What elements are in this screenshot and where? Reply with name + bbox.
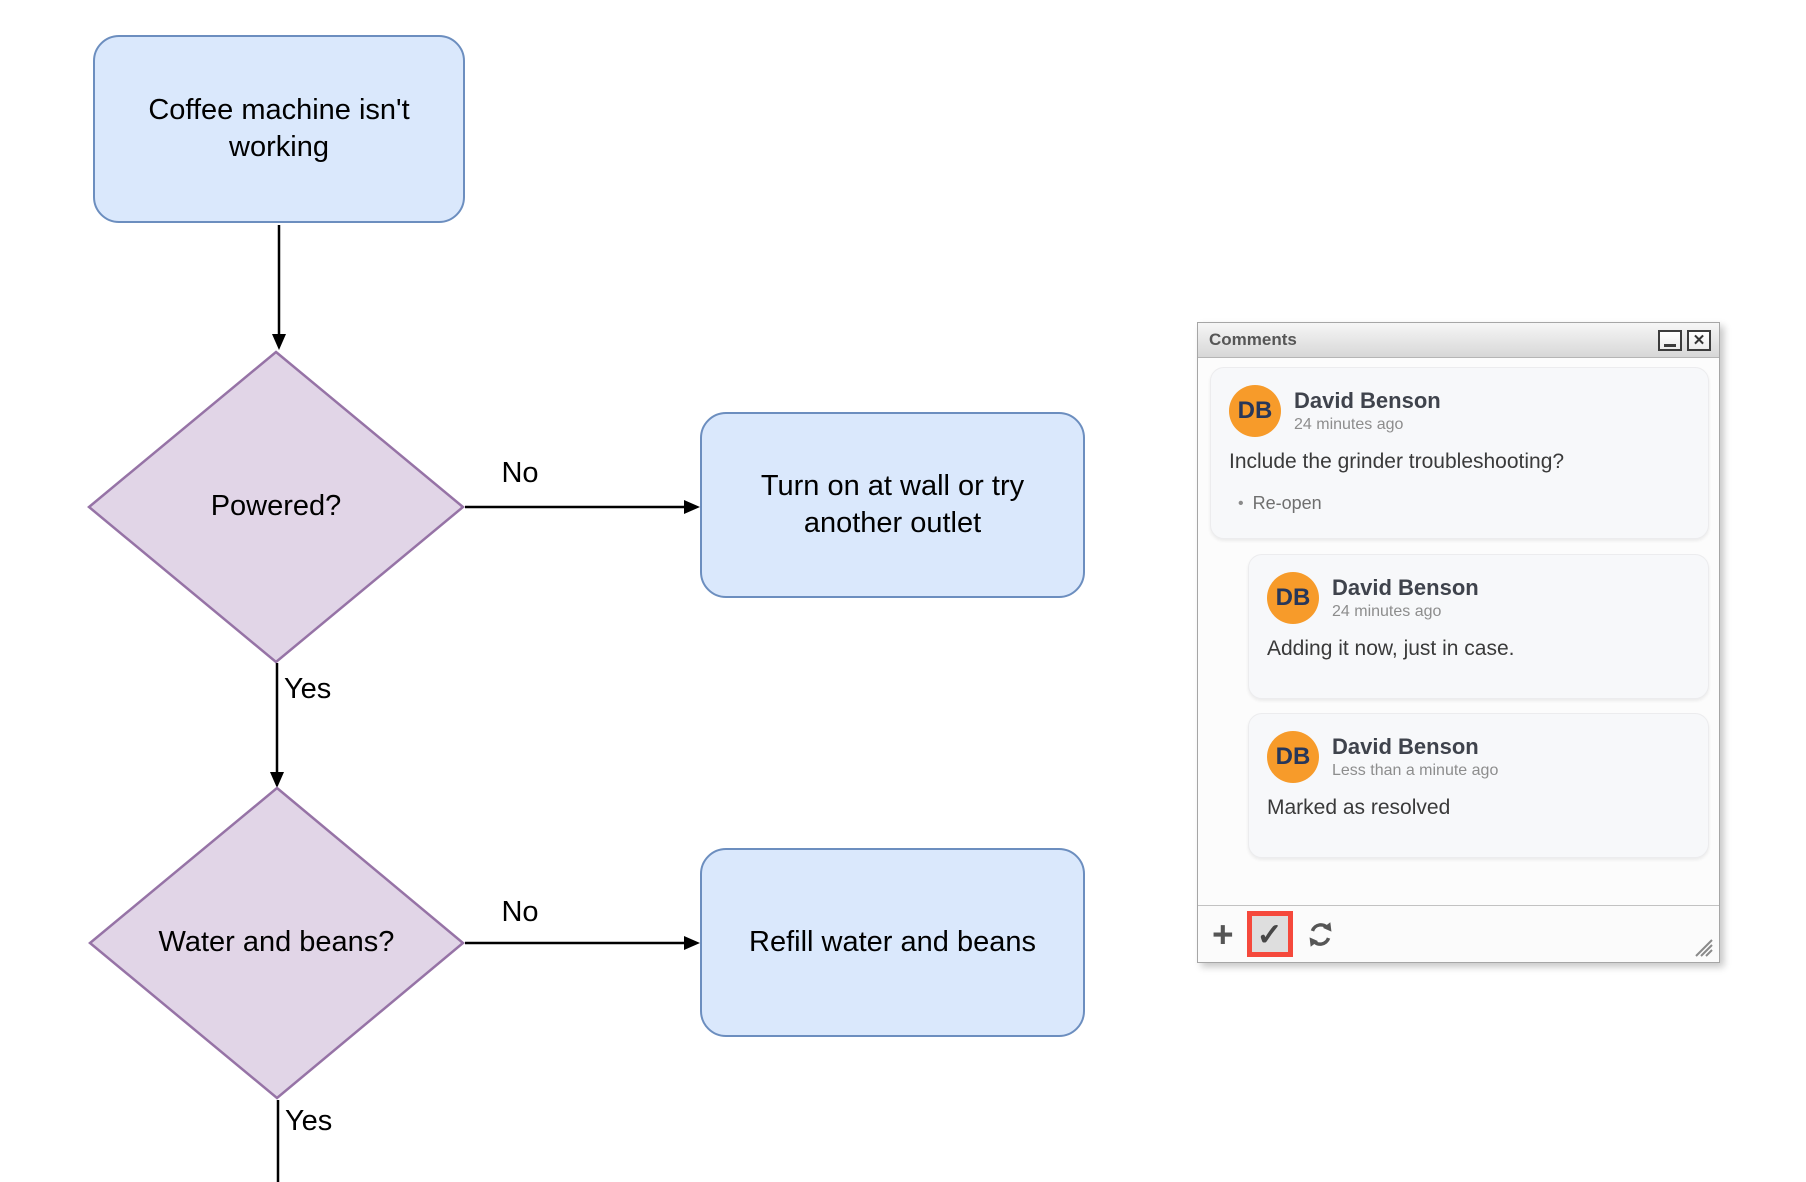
close-button[interactable]: ✕ bbox=[1687, 329, 1711, 351]
bullet-icon: • bbox=[1238, 494, 1244, 512]
comment-card-reply: DB David Benson 24 minutes ago Adding it… bbox=[1248, 554, 1709, 699]
comment-timestamp: Less than a minute ago bbox=[1332, 761, 1499, 779]
flowchart-connectors bbox=[87, 225, 700, 1182]
node-start[interactable]: Coffee machine isn't working bbox=[93, 35, 465, 223]
comments-window: Comments ✕ DB David Benson 24 minutes ag… bbox=[1197, 322, 1720, 963]
node-water-beans-label: Water and beans? bbox=[158, 926, 395, 959]
arrowhead bbox=[684, 936, 700, 950]
comment-header: DB David Benson 24 minutes ago bbox=[1229, 385, 1690, 437]
arrowhead bbox=[272, 334, 286, 350]
check-icon: ✓ bbox=[1256, 916, 1283, 952]
refresh-comments-button[interactable] bbox=[1305, 919, 1336, 950]
comment-timestamp: 24 minutes ago bbox=[1294, 415, 1404, 433]
comment-author: David Benson bbox=[1294, 388, 1441, 414]
comment-text: Adding it now, just in case. bbox=[1267, 637, 1515, 660]
minimize-icon bbox=[1664, 343, 1676, 347]
comment-author: David Benson bbox=[1332, 734, 1479, 760]
edge-label-water-no: No bbox=[501, 896, 539, 928]
resize-grip[interactable] bbox=[1692, 936, 1714, 958]
comment-timestamp: 24 minutes ago bbox=[1332, 602, 1442, 620]
comment-text: Marked as resolved bbox=[1267, 796, 1451, 819]
comment-card-reply: DB David Benson Less than a minute ago M… bbox=[1248, 713, 1709, 858]
add-comment-button[interactable]: + bbox=[1212, 916, 1234, 953]
avatar: DB bbox=[1267, 572, 1319, 624]
arrowhead bbox=[270, 772, 284, 788]
node-turn-on[interactable]: Turn on at wall or try another outlet bbox=[700, 412, 1085, 598]
plus-icon: + bbox=[1212, 913, 1234, 955]
comments-window-title: Comments bbox=[1209, 330, 1297, 349]
comments-window-titlebar[interactable]: Comments ✕ bbox=[1198, 323, 1719, 358]
decision-water-beans-shape[interactable] bbox=[88, 786, 465, 1100]
reopen-link-label: Re-open bbox=[1252, 493, 1322, 513]
show-resolved-button[interactable]: ✓ bbox=[1246, 911, 1293, 957]
comment-header: DB David Benson Less than a minute ago bbox=[1267, 731, 1690, 783]
comment-text: Include the grinder troubleshooting? bbox=[1229, 450, 1565, 473]
edge-label-water-yes: Yes bbox=[285, 1105, 333, 1137]
comment-header: DB David Benson 24 minutes ago bbox=[1267, 572, 1690, 624]
comment-card: DB David Benson 24 minutes ago Include t… bbox=[1210, 367, 1709, 539]
avatar: DB bbox=[1229, 385, 1281, 437]
arrowhead bbox=[684, 500, 700, 514]
refresh-icon bbox=[1309, 921, 1332, 947]
comment-author: David Benson bbox=[1332, 575, 1479, 601]
node-refill[interactable]: Refill water and beans bbox=[700, 848, 1085, 1037]
edge-label-powered-no: No bbox=[501, 457, 539, 489]
node-powered-label: Powered? bbox=[210, 490, 342, 523]
comments-toolbar: + ✓ bbox=[1198, 905, 1719, 962]
close-icon: ✕ bbox=[1692, 331, 1706, 349]
decision-powered-shape[interactable] bbox=[87, 350, 465, 664]
minimize-button[interactable] bbox=[1658, 329, 1682, 351]
edge-label-powered-yes: Yes bbox=[284, 673, 332, 705]
avatar: DB bbox=[1267, 731, 1319, 783]
reopen-link[interactable]: • Re-open bbox=[1229, 493, 1690, 514]
